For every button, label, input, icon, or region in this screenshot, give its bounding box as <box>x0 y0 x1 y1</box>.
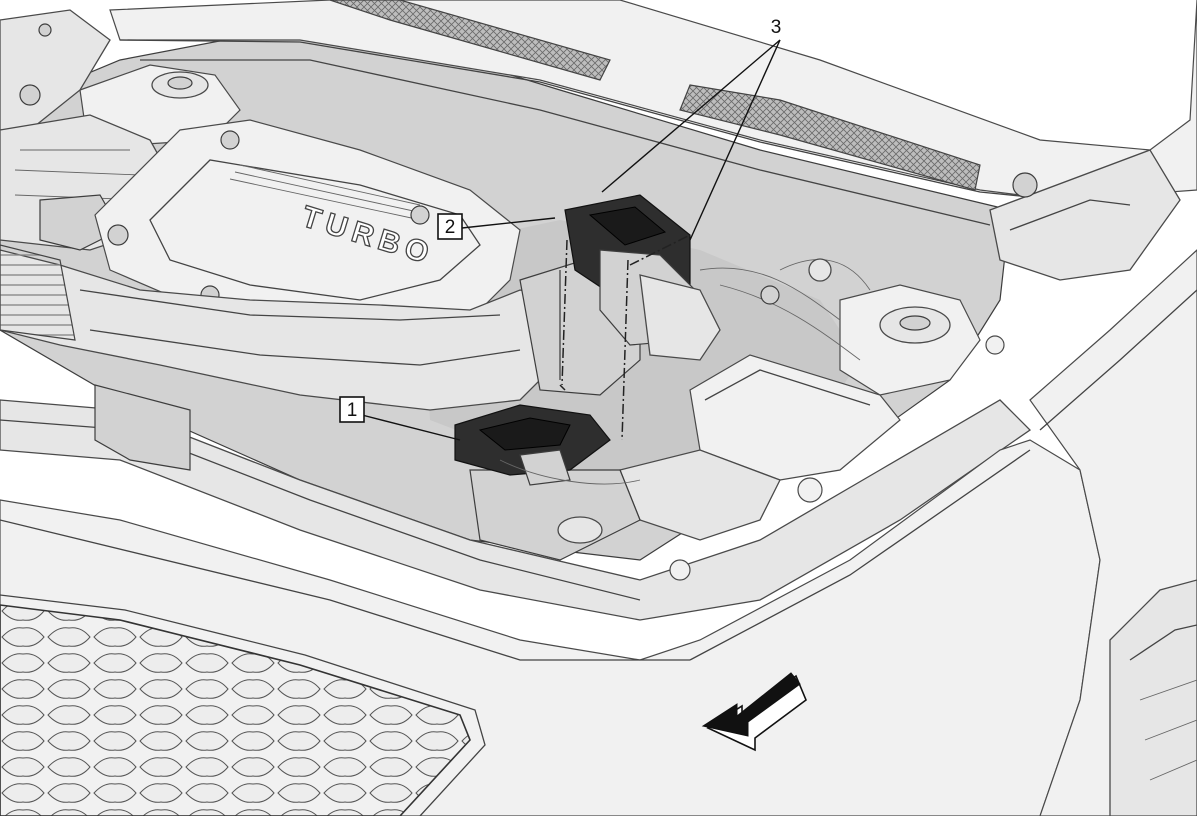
callout-1: 1 <box>339 396 365 423</box>
cowl-vent-left <box>329 0 611 81</box>
leader-line-3b <box>689 39 781 241</box>
wiring-harness <box>499 258 871 485</box>
alignment-lines <box>559 234 691 441</box>
cowl-panel <box>109 0 1197 226</box>
leader-line-2 <box>461 217 556 229</box>
callout-2: 2 <box>437 213 463 240</box>
callout-3-label: 3 <box>771 17 782 38</box>
radiator-support <box>0 335 1032 621</box>
right-strut-tower <box>839 149 1181 396</box>
right-fender <box>1029 249 1197 816</box>
control-module <box>564 194 721 361</box>
callout-1-label: 1 <box>347 400 358 421</box>
leader-lines <box>361 39 781 441</box>
engine-cover: TURBO <box>94 119 521 359</box>
left-strut-tower <box>0 9 241 146</box>
cowl-vent-right <box>679 84 981 191</box>
callout-3: 3 <box>771 17 782 38</box>
intake-duct <box>0 244 641 411</box>
battery-tray <box>469 354 901 561</box>
lower-bracket-module <box>454 404 611 486</box>
leader-line-1 <box>361 414 461 441</box>
callout-2-label: 2 <box>445 217 456 238</box>
front-grille <box>0 594 486 816</box>
leader-line-3a <box>601 39 781 193</box>
front-direction-arrow-icon <box>701 672 807 752</box>
